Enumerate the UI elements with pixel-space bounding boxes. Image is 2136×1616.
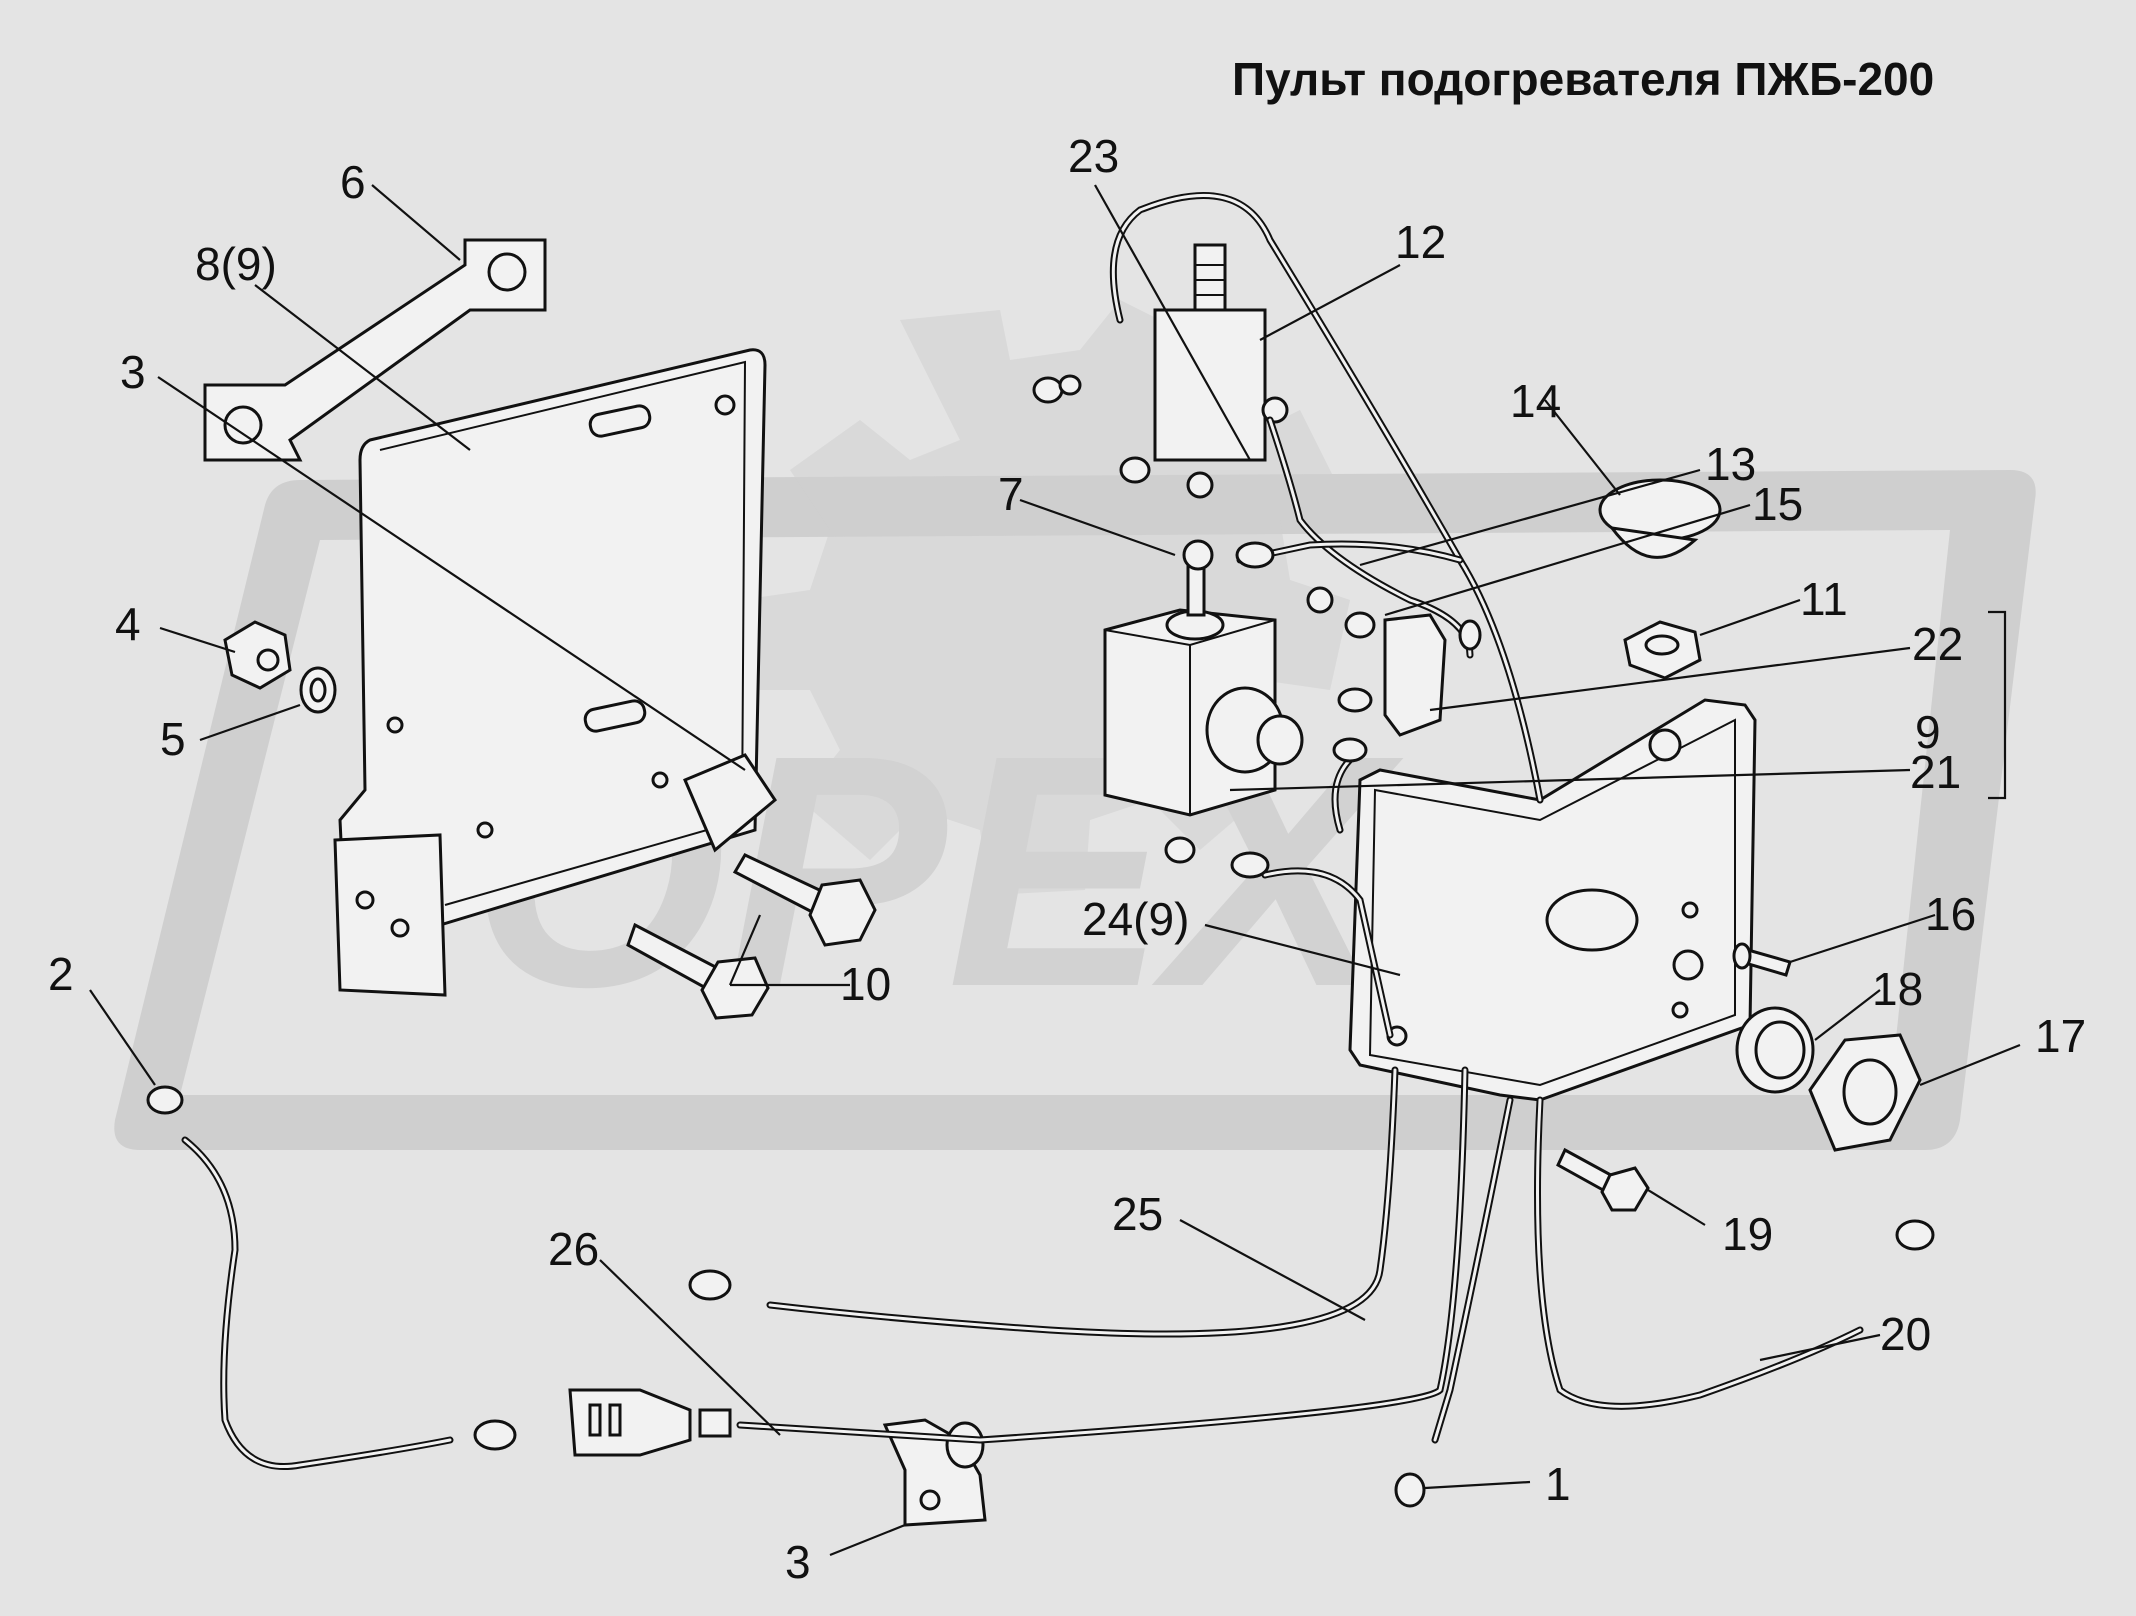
callout-15: 15	[1752, 478, 1803, 530]
callout-6: 6	[340, 156, 366, 208]
callout-1: 1	[1545, 1458, 1571, 1510]
callout-2: 2	[48, 948, 74, 1000]
callout-20: 20	[1880, 1308, 1931, 1360]
callout-11: 11	[1800, 573, 1848, 625]
bracket-6	[203, 238, 547, 462]
relay-block	[1103, 539, 1304, 864]
bolt-10a	[732, 853, 877, 947]
callout-18: 18	[1872, 963, 1923, 1015]
callout-12: 12	[1395, 216, 1446, 268]
callout-17: 17	[2035, 1010, 2086, 1062]
washer-18	[1735, 1006, 1815, 1094]
connector-plug	[568, 1388, 732, 1457]
callout-4: 4	[115, 598, 141, 650]
clamp-3-bottom	[882, 1418, 987, 1527]
screw-16	[1732, 942, 1792, 977]
wire-harness	[146, 192, 1935, 1508]
callout-22: 22	[1912, 618, 1963, 670]
nut-4	[223, 620, 292, 690]
washer-5	[299, 666, 337, 714]
callout-5: 5	[160, 713, 186, 765]
bolt-10b	[626, 922, 770, 1020]
callout-24-9: 24(9)	[1082, 893, 1189, 945]
nut-17	[1808, 1033, 1922, 1152]
callout-9: 9	[1915, 706, 1941, 758]
relay-13	[1306, 586, 1447, 737]
switch-12	[1032, 243, 1289, 499]
callout-13: 13	[1705, 438, 1756, 490]
nut-11	[1623, 620, 1702, 680]
diagram-title: Пульт подогревателя ПЖБ-200	[1232, 53, 1935, 105]
callout-16: 16	[1925, 888, 1976, 940]
callout-25: 25	[1112, 1188, 1163, 1240]
callout-7: 7	[998, 468, 1024, 520]
callout-23: 23	[1068, 130, 1119, 182]
callout-labels: 6 8(9) 3 4 5 7 10 23 12 14 13 15 11 22 9…	[48, 130, 2086, 1588]
callout-3-bottom: 3	[785, 1536, 811, 1588]
screw-19	[1556, 1147, 1650, 1212]
callout-8-9: 8(9)	[195, 238, 277, 290]
mounting-plate	[333, 348, 777, 997]
callout-3-top: 3	[120, 346, 146, 398]
callout-21: 21	[1910, 746, 1961, 798]
bracket-9	[1348, 698, 1757, 1102]
callout-10: 10	[840, 958, 891, 1010]
callout-14: 14	[1510, 375, 1561, 427]
cap-14	[1598, 478, 1722, 559]
callout-19: 19	[1722, 1208, 1773, 1260]
leader-lines	[89, 184, 2021, 1557]
callout-26: 26	[548, 1223, 599, 1275]
